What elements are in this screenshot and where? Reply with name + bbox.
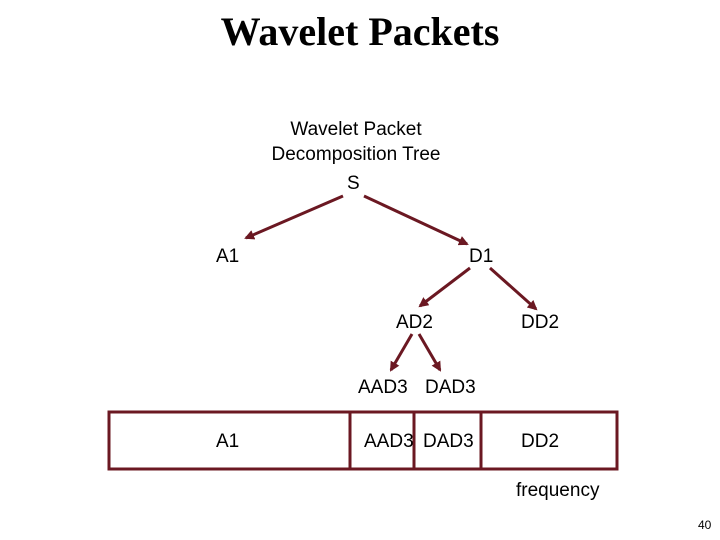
node-dad3: DAD3 [425, 377, 476, 398]
tree-title-line1: Wavelet Packet [290, 119, 422, 140]
frequency-bar-outline [107, 410, 619, 471]
slide-title: Wavelet Packets [220, 9, 500, 54]
edge-d1-dd2 [489, 266, 538, 311]
frequency-axis-label: frequency [516, 480, 600, 501]
page-number: 40 [698, 518, 712, 532]
node-d1: D1 [469, 246, 494, 267]
node-aad3: AAD3 [358, 377, 408, 398]
edge-s-a1 [244, 194, 344, 240]
bar-segment-a1: A1 [216, 431, 240, 452]
bar-segment-dad3: DAD3 [423, 431, 474, 452]
bar-segment-dd2: DD2 [521, 431, 560, 452]
edge-s-d1 [363, 194, 469, 246]
node-a1: A1 [216, 246, 240, 267]
bar-segment-aad3: AAD3 [364, 431, 414, 452]
tree-title: Wavelet Packet Decomposition Tree [200, 117, 512, 167]
node-ad2: AD2 [396, 312, 433, 333]
edge-ad2-aad3 [389, 333, 414, 372]
node-dd2: DD2 [521, 312, 560, 333]
edge-ad2-dad3 [417, 333, 442, 372]
edge-d1-ad2 [418, 266, 471, 308]
tree-title-line2: Decomposition Tree [271, 144, 441, 165]
node-s: S [347, 173, 360, 194]
